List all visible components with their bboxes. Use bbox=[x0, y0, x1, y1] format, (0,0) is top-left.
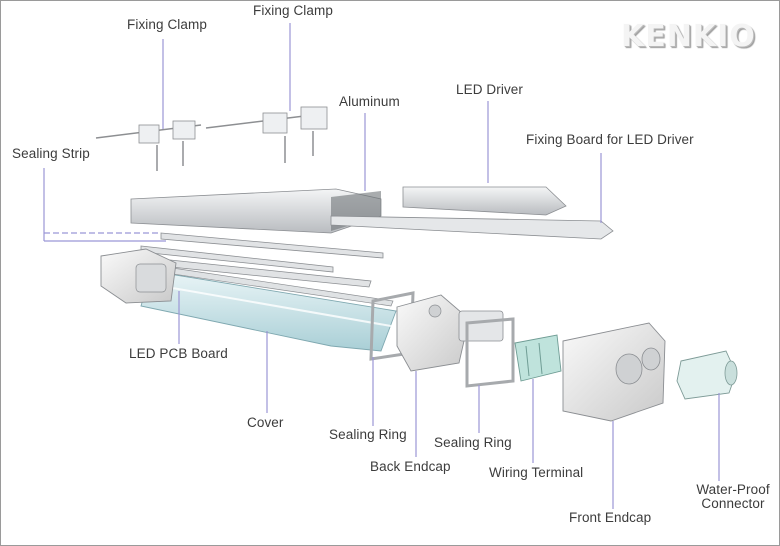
label-water-proof-line2: Connector bbox=[701, 496, 765, 511]
label-fixing-clamp-right: Fixing Clamp bbox=[253, 3, 333, 18]
sealing-strip bbox=[140, 232, 384, 288]
fixing-clamp-left bbox=[95, 120, 202, 171]
label-aluminum: Aluminum bbox=[339, 94, 400, 109]
fixing-board bbox=[330, 215, 614, 240]
label-water-proof-line1: Water-Proof bbox=[696, 482, 770, 497]
label-water-proof-connector: Water-Proof Connector bbox=[691, 483, 775, 511]
left-endcap bbox=[100, 248, 177, 304]
sealing-ring-front bbox=[465, 317, 515, 388]
wiring-terminal bbox=[514, 334, 562, 382]
label-led-pcb-board: LED PCB Board bbox=[129, 346, 228, 361]
water-proof-connector bbox=[676, 350, 738, 400]
brand-logo: KENKIO bbox=[621, 19, 756, 54]
aluminum-housing bbox=[130, 188, 382, 234]
led-driver bbox=[402, 186, 567, 216]
label-fixing-board: Fixing Board for LED Driver bbox=[526, 132, 694, 147]
front-endcap bbox=[562, 322, 666, 422]
label-wiring-terminal: Wiring Terminal bbox=[489, 465, 584, 480]
label-cover: Cover bbox=[247, 415, 284, 430]
label-sealing-ring-2: Sealing Ring bbox=[434, 435, 512, 450]
label-sealing-ring-1: Sealing Ring bbox=[329, 427, 407, 442]
back-endcap bbox=[396, 294, 504, 372]
leader-lines bbox=[43, 23, 720, 509]
label-led-driver: LED Driver bbox=[456, 82, 524, 97]
label-back-endcap: Back Endcap bbox=[370, 459, 451, 474]
label-fixing-clamp-left: Fixing Clamp bbox=[127, 17, 207, 32]
fixing-clamp-right bbox=[205, 106, 328, 163]
label-front-endcap: Front Endcap bbox=[569, 510, 652, 525]
label-sealing-strip: Sealing Strip bbox=[12, 146, 90, 161]
